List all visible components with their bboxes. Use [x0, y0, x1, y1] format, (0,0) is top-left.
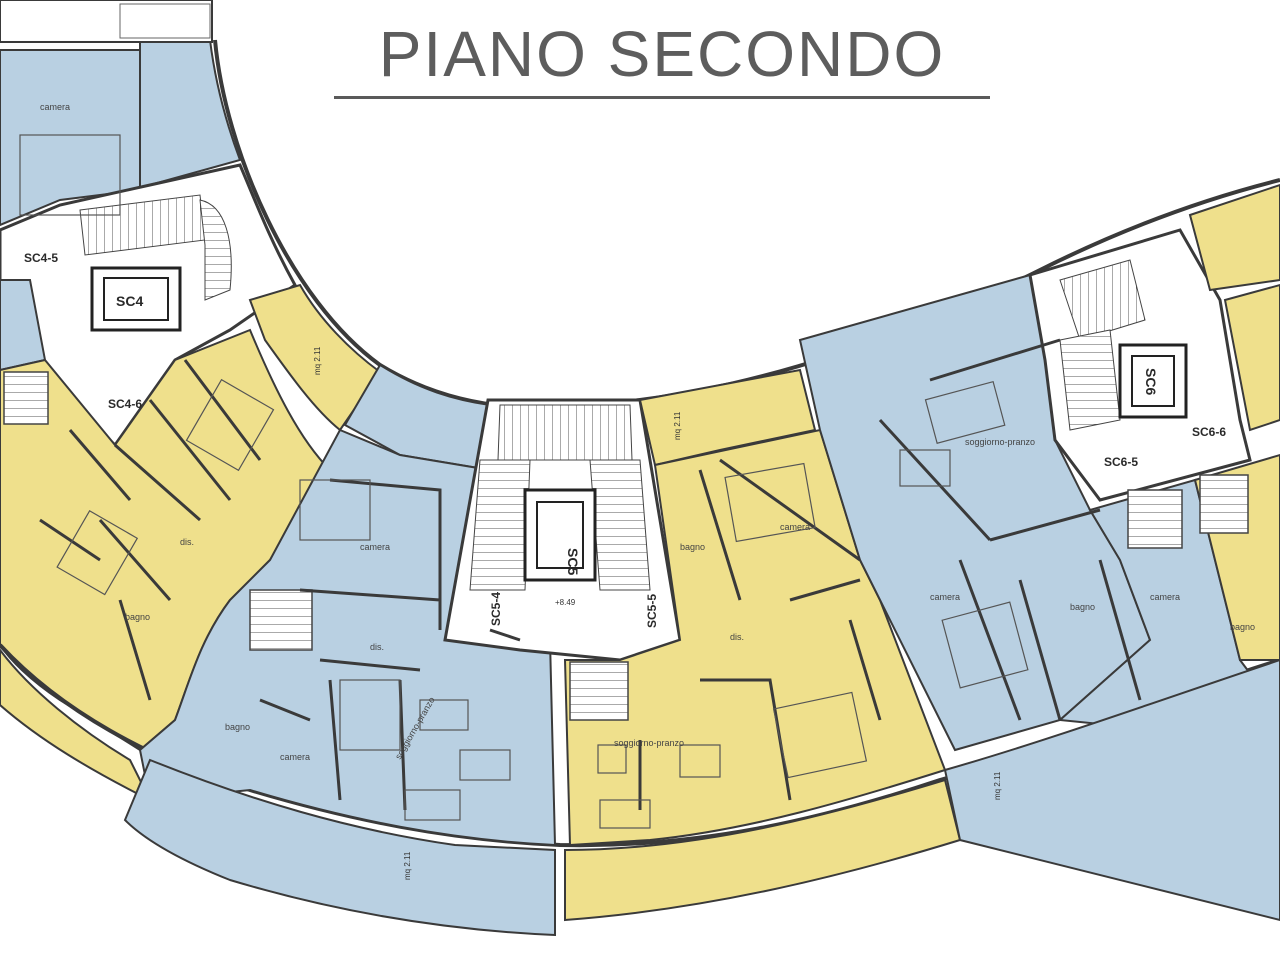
room-label: camera: [930, 592, 960, 602]
stair-tag: SC6-6: [1192, 425, 1226, 439]
stair-tag: SC4-6: [108, 397, 142, 411]
spiral-stair-right-blue: [1127, 489, 1183, 549]
room-label: dis.: [180, 537, 194, 547]
title-underline: [334, 96, 990, 99]
room-label: camera: [360, 542, 390, 552]
room-label: camera: [280, 752, 310, 762]
room-label: soggiorno-pranzo: [965, 437, 1035, 447]
room-label: dis.: [730, 632, 744, 642]
room-label: dis.: [370, 642, 384, 652]
dimension-note: mq 2.11: [313, 346, 322, 375]
stair-core-label: SC5: [565, 548, 581, 575]
room-label: bagno: [680, 542, 705, 552]
level-note: +8.49: [555, 598, 576, 607]
stair-flight-sc6: [1059, 259, 1146, 341]
stair-tag: SC6-5: [1104, 455, 1138, 469]
apartment-blue-centre-left: [138, 428, 557, 847]
stair-core-label: SC4: [116, 293, 143, 309]
spiral-stair-centre-blue: [249, 589, 313, 651]
apartment-yellow-far-right: [1188, 183, 1280, 292]
stair-flight-sc5: [497, 404, 633, 461]
room-label: bagno: [1230, 622, 1255, 632]
apartment-blue-top-left-b: [139, 39, 242, 192]
room-label: bagno: [1070, 602, 1095, 612]
room-label: bagno: [125, 612, 150, 622]
spiral-stair-centre-yellow: [569, 661, 629, 721]
room-label: bagno: [225, 722, 250, 732]
right-wing: [798, 183, 1280, 922]
dimension-note: mq 2.11: [673, 411, 682, 440]
stair-core-label: SC6: [1143, 368, 1159, 395]
stair-tag: SC4-5: [24, 251, 58, 265]
room-label: camera: [40, 102, 70, 112]
apartment-yellow-far-right-b: [1223, 283, 1280, 432]
room-label: camera: [1150, 592, 1180, 602]
left-wing: [0, 0, 382, 803]
dimension-note: mq 2.11: [993, 771, 1002, 800]
spiral-stair-left: [3, 371, 49, 425]
page-title: PIANO SECONDO: [378, 18, 946, 90]
balcony-blue-bottom-centre: [123, 758, 556, 937]
room-label: soggiorno-pranzo: [614, 738, 684, 748]
dimension-note: mq 2.11: [403, 851, 412, 880]
centre-right-wing: [563, 368, 962, 922]
spiral-stair-right: [1199, 474, 1249, 534]
stair-tag: SC5-4: [489, 592, 503, 626]
apartment-yellow-centre-upper: [638, 368, 817, 467]
room-label: camera: [780, 522, 810, 532]
centre-wing: [123, 363, 682, 937]
stair-tag: SC5-5: [645, 594, 659, 628]
